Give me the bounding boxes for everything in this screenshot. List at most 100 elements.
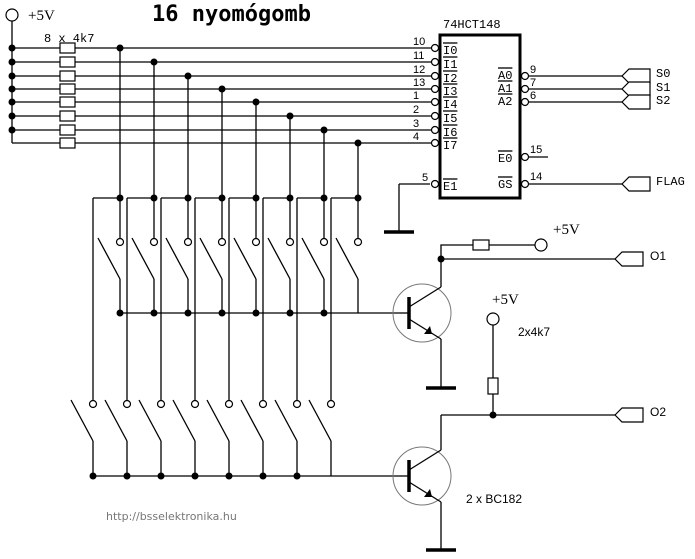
pullup-array-label: 8 x 4k7 <box>44 32 94 46</box>
emitter-lead <box>408 318 442 340</box>
pin-name: I5 <box>443 112 457 126</box>
pin-name: I2 <box>443 72 457 86</box>
switch-contact <box>251 237 261 247</box>
port-o1-label: O1 <box>650 249 666 263</box>
pullup-resistor <box>59 70 76 82</box>
port-flag-label: FLAG <box>656 175 685 189</box>
watermark: http://bsselektronika.hu <box>106 510 237 523</box>
pullup-resistor <box>59 96 76 108</box>
output-bubble <box>520 97 530 107</box>
pullup-resistor <box>59 110 76 122</box>
pullup-resistor <box>59 137 76 149</box>
input-bubble <box>430 71 440 81</box>
pin-number: 6 <box>530 90 536 102</box>
pin-number: 10 <box>413 36 425 48</box>
pin-name: E0 <box>498 152 512 166</box>
switch-blade <box>172 399 196 442</box>
pin-name: GS <box>498 178 512 192</box>
output-bubble <box>520 152 530 162</box>
transistor-body <box>392 446 452 506</box>
pullup-resistor <box>59 42 76 54</box>
pullup-wire <box>440 244 473 259</box>
port-flag <box>621 176 651 192</box>
switch-contact <box>156 399 166 409</box>
pin-number: 13 <box>413 77 425 89</box>
switch-contact <box>326 399 336 409</box>
switch-blade <box>206 399 230 442</box>
output-bubble <box>520 84 530 94</box>
input-bubble <box>430 138 440 148</box>
supply-label: +5V <box>28 8 55 24</box>
pin-name: I6 <box>443 126 457 140</box>
port-s2-label: S2 <box>656 94 670 108</box>
pin-name: A2 <box>498 95 512 109</box>
emitter-lead <box>408 481 442 503</box>
pin-number: 9 <box>530 64 536 76</box>
switch-blade <box>335 237 359 280</box>
rail-junction-dot <box>8 126 16 134</box>
collector-resistor <box>487 377 499 395</box>
supply-terminal <box>5 8 19 22</box>
switch-contact <box>224 399 234 409</box>
pullup-resistor <box>59 83 76 95</box>
pin-number: 15 <box>530 144 542 156</box>
pin-number: 1 <box>413 90 419 102</box>
port-s0-label: S0 <box>656 67 670 81</box>
pullup-bus <box>5 8 435 198</box>
collector-resistor <box>472 239 490 251</box>
pin-name: A1 <box>498 82 512 96</box>
switch-blade <box>131 237 155 280</box>
pin-name: E1 <box>443 180 457 194</box>
rail-junction-dot <box>8 58 16 66</box>
supply-terminal <box>486 312 500 326</box>
pin-name: A0 <box>498 69 512 83</box>
switch-blade <box>240 399 264 442</box>
port-s1-label: S1 <box>656 81 670 95</box>
supply-terminal <box>534 238 548 252</box>
switch-contact <box>258 399 268 409</box>
pin-number: 3 <box>413 118 419 130</box>
port-o1 <box>614 251 644 267</box>
ic-body <box>438 33 522 200</box>
switch-contact <box>149 237 159 247</box>
port-o2 <box>614 407 644 423</box>
switch-contact <box>285 237 295 247</box>
switch-blade <box>274 399 298 442</box>
input-bubble <box>430 57 440 67</box>
switch-contact <box>88 399 98 409</box>
pin-name: I0 <box>443 44 457 58</box>
emitter-arrow <box>424 326 432 334</box>
pin-number: 5 <box>422 172 428 184</box>
input-bubble <box>430 179 440 189</box>
switch-blade <box>308 399 332 442</box>
switch-contact <box>353 237 363 247</box>
pin-name: I1 <box>443 58 457 72</box>
switch-blade <box>97 237 121 280</box>
emitter-arrow <box>424 489 432 497</box>
pin-name: I7 <box>443 139 457 153</box>
rail-junction-dot <box>8 112 16 120</box>
input-bubble <box>430 111 440 121</box>
switch-contact <box>115 237 125 247</box>
transistor-body <box>392 283 452 343</box>
switch-contact <box>217 237 227 247</box>
pin-name: I3 <box>443 85 457 99</box>
pullup-resistor <box>59 56 76 68</box>
switch-blade <box>104 399 128 442</box>
collector-resistors-label: 2x4k7 <box>518 325 550 339</box>
input-bubble <box>430 97 440 107</box>
switch-contact <box>319 237 329 247</box>
pin-name: I4 <box>443 98 457 112</box>
switch-blade <box>165 237 189 280</box>
rail-junction-dot <box>8 44 16 52</box>
output-bubble <box>520 179 530 189</box>
switch-blade <box>301 237 325 280</box>
pin-number: 4 <box>413 131 419 143</box>
switch-matrix <box>70 194 400 480</box>
port-s0 <box>621 68 651 84</box>
switch-blade <box>267 237 291 280</box>
schematic-title: 16 nyomógomb <box>152 2 311 27</box>
collector-lead <box>408 286 442 308</box>
switch-blade <box>70 399 94 442</box>
